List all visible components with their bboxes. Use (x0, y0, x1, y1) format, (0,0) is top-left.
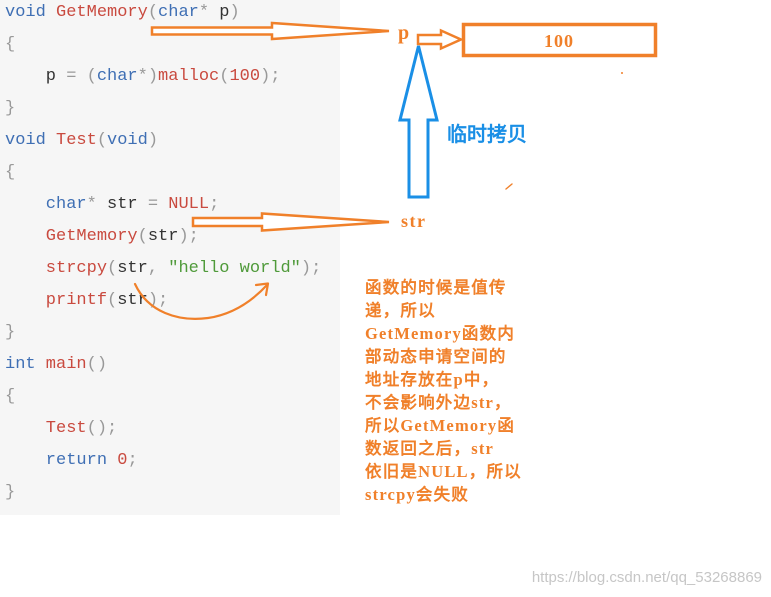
code-token-function: printf (5, 291, 108, 310)
code-line: strcpy(str, "hello world"); (5, 256, 321, 288)
code-token-ident: p (5, 67, 57, 86)
code-token-punct: = ( (56, 67, 97, 86)
code-token-keyword: void (5, 131, 46, 150)
code-panel: void GetMemory(char* p){ p = (char*)mall… (0, 0, 340, 515)
stray-mark (505, 183, 513, 190)
explanation-line: 函数的时候是值传 (365, 278, 507, 297)
copy-arrow (398, 45, 439, 199)
code-token-ident: p (219, 3, 230, 22)
code-token-function: Test (5, 419, 87, 438)
code-token-function: GetMemory (5, 227, 138, 246)
code-token-ident: str (107, 195, 138, 214)
code-line: p = (char*)malloc(100); (5, 64, 321, 96)
code-token-function: Test (45, 131, 97, 150)
value-box (461, 22, 658, 58)
explanation-line: 所以GetMemory函 (365, 416, 516, 435)
code-token-punct: { (5, 163, 16, 182)
code-token-punct: *) (137, 67, 159, 86)
code-token-literal: NULL (168, 195, 210, 214)
code-token-keyword: return (5, 451, 108, 470)
code-token-punct: = (137, 195, 169, 214)
code-token-ident: str (147, 227, 179, 246)
code-line: { (5, 160, 321, 192)
code-token-punct: (); (86, 419, 118, 438)
code-token-punct: ); (178, 227, 199, 246)
code-token-punct: * (86, 195, 108, 214)
explanation-line: 递，所以 (365, 301, 436, 320)
code-token-keyword: void (5, 3, 46, 22)
code-token-keyword: void (107, 131, 148, 150)
code-token-punct: * (198, 3, 220, 22)
code-token-punct: ( (137, 227, 148, 246)
code-line: printf(str); (5, 288, 321, 320)
code-line: { (5, 384, 321, 416)
param-arrow (150, 21, 390, 41)
explanation-line: GetMemory函数内 (365, 324, 516, 343)
code-token-keyword: char (5, 195, 87, 214)
code-token-keyword: char (96, 67, 138, 86)
code-token-punct: ); (300, 259, 322, 278)
explanation-line: 数返回之后，str (365, 439, 495, 458)
explanation-note: 函数的时候是值传 递，所以 GetMemory函数内 部动态申请空间的 地址存放… (365, 276, 545, 506)
code-token-punct: ( (147, 3, 159, 22)
code-token-function: strcpy (5, 259, 108, 278)
watermark: https://blog.csdn.net/qq_53268869 (531, 569, 762, 586)
explanation-line: strcpy会失败 (365, 485, 469, 504)
code-token-function: GetMemory (45, 3, 148, 22)
code-token-keyword: char (158, 3, 199, 22)
code-token-punct: ); (260, 67, 281, 86)
explanation-line: 部动态申请空间的 (365, 347, 507, 366)
code-line: { (5, 32, 321, 64)
param-label: p (398, 22, 410, 44)
code-line: } (5, 320, 321, 352)
stray-mark (621, 72, 623, 74)
code-token-string: "hello world" (168, 259, 301, 278)
code-token-punct: ( (219, 67, 230, 86)
code-line: return 0; (5, 448, 321, 480)
code-block: void GetMemory(char* p){ p = (char*)mall… (5, 0, 321, 512)
pointer-arrow (416, 28, 465, 51)
code-token-punct: ; (127, 451, 138, 470)
value-box-label: 100 (544, 31, 574, 51)
code-token-punct: ; (209, 195, 220, 214)
code-token-function: malloc (158, 67, 220, 86)
code-line: } (5, 480, 321, 512)
explanation-line: 不会影响外边str， (365, 393, 512, 412)
code-line: int main() (5, 352, 321, 384)
curve-arrow (133, 282, 269, 320)
code-token-punct: ) (229, 3, 240, 22)
curve-arrow-head (254, 282, 270, 297)
arg-arrow (191, 212, 390, 232)
explanation-line: 地址存放在p中， (365, 370, 500, 389)
copy-label: 临时拷贝 (447, 124, 527, 146)
code-line: GetMemory(str); (5, 224, 321, 256)
code-token-punct: ( (96, 131, 108, 150)
code-token-ident: str (117, 259, 148, 278)
arg-label: str (401, 211, 427, 231)
code-token-keyword: int (5, 355, 36, 374)
code-token-function: main (35, 355, 87, 374)
code-token-punct: { (5, 35, 16, 54)
code-token-punct: , (147, 259, 169, 278)
code-line: Test(); (5, 416, 321, 448)
code-token-punct: () (86, 355, 108, 374)
code-line: char* str = NULL; (5, 192, 321, 224)
code-token-punct: } (5, 323, 16, 342)
code-line: void GetMemory(char* p) (5, 0, 321, 32)
code-token-literal: 100 (229, 67, 261, 86)
code-token-punct: ( (107, 291, 118, 310)
code-token-punct: } (5, 483, 16, 502)
code-token-literal: 0 (107, 451, 128, 470)
code-token-punct: } (5, 99, 16, 118)
code-token-ident: str (117, 291, 148, 310)
code-token-punct: { (5, 387, 16, 406)
code-token-punct: ) (147, 131, 159, 150)
code-line: } (5, 96, 321, 128)
code-line: void Test(void) (5, 128, 321, 160)
explanation-line: 依旧是NULL，所以 (365, 462, 522, 481)
code-token-punct: ( (107, 259, 118, 278)
